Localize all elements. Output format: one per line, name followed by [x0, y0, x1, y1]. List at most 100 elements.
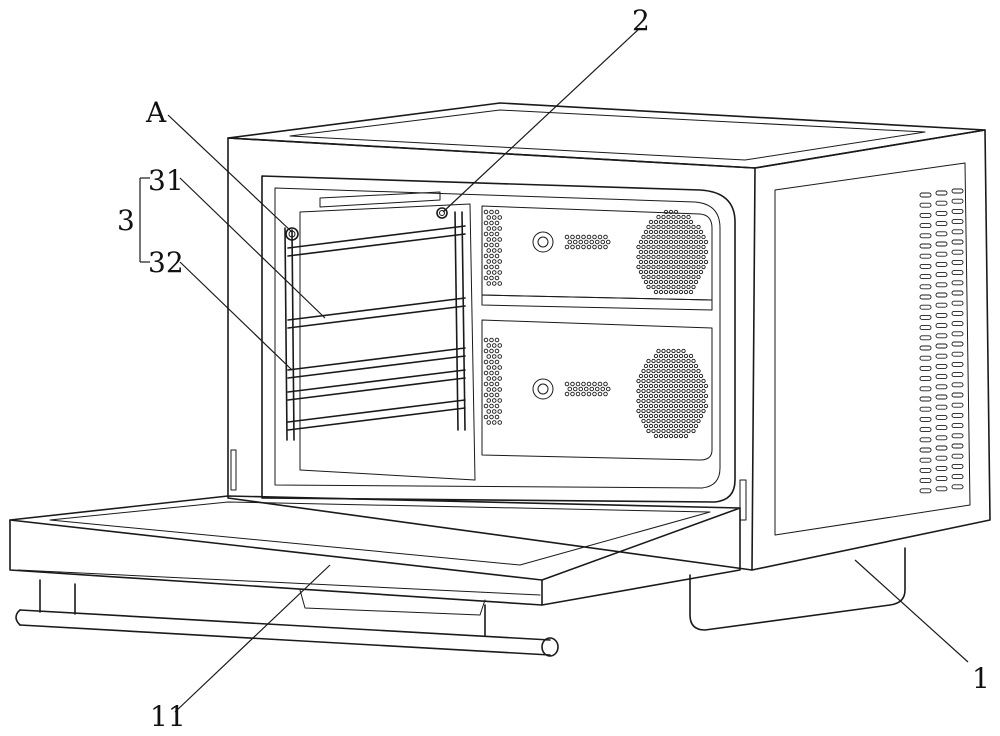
perforation-hole: [494, 253, 500, 259]
perforation-hole: [683, 269, 689, 275]
perforation-hole: [486, 409, 492, 414]
perforation-hole: [678, 393, 684, 399]
perforation-hole: [663, 209, 669, 215]
vent-slot: [919, 233, 932, 239]
perforation-hole: [651, 378, 656, 384]
perforation-hole: [492, 281, 497, 286]
perforation-hole: [658, 219, 664, 225]
perforation-hole: [653, 239, 659, 245]
perforation-hole: [494, 264, 500, 270]
perforation-hole: [686, 264, 691, 270]
perforation-hole: [688, 269, 694, 275]
perforation-hole: [600, 239, 606, 245]
right-door-latch: [739, 479, 747, 521]
perforation-hole: [492, 248, 497, 253]
perforation-hole: [486, 259, 492, 264]
perforation-hole: [696, 368, 701, 374]
perforation-hole: [592, 244, 597, 250]
perforation-hole: [678, 363, 684, 369]
perforation-hole: [643, 413, 649, 419]
perforation-hole: [671, 284, 676, 290]
perforation-hole: [646, 428, 651, 434]
perforation-hole: [668, 249, 674, 255]
vent-slot: [935, 333, 948, 339]
perforation-hole: [651, 264, 656, 270]
perforation-hole: [638, 373, 644, 379]
perforation-hole: [494, 348, 500, 354]
perforation-hole: [603, 381, 608, 387]
vent-slot: [951, 280, 964, 286]
perforation-hole: [663, 393, 669, 399]
perforation-hole: [688, 289, 694, 295]
perforation-hole: [486, 365, 492, 370]
vent-slot: [919, 274, 932, 280]
perforation-hole: [658, 289, 664, 295]
vent-slot: [935, 353, 948, 359]
perforation-hole: [648, 363, 654, 369]
perforation-hole: [698, 373, 704, 379]
perforation-hole: [486, 215, 492, 220]
vent-slot: [951, 382, 964, 388]
perforation-hole: [492, 343, 497, 348]
perforation-hole: [643, 239, 649, 245]
perforation-hole: [701, 234, 706, 240]
perforation-hole: [483, 242, 489, 248]
perforation-hole: [683, 353, 689, 359]
perforation-hole: [676, 358, 681, 364]
perforation-hole: [584, 386, 589, 392]
perforation-hole: [671, 348, 676, 354]
perforation-hole: [486, 398, 492, 403]
perforation-hole: [581, 244, 586, 250]
perforation-hole: [653, 393, 659, 399]
perforation-hole: [494, 242, 500, 248]
perforation-hole: [696, 234, 701, 240]
perforation-hole: [666, 368, 671, 374]
perforation-hole: [641, 264, 646, 270]
perforation-hole: [668, 393, 674, 399]
perforation-hole: [656, 368, 661, 374]
perforation-hole: [666, 418, 671, 424]
vent-slot: [951, 402, 964, 408]
perforation-hole: [597, 244, 603, 250]
perforation-hole: [575, 391, 581, 397]
perforation-hole: [668, 279, 674, 285]
perforation-hole: [578, 386, 584, 392]
perforation-hole: [656, 408, 661, 414]
perforation-hole: [673, 249, 679, 255]
perforation-hole: [668, 239, 674, 245]
vent-slot: [951, 463, 964, 469]
perforation-hole: [676, 264, 681, 270]
perforation-hole: [696, 224, 701, 230]
perforation-hole: [497, 376, 503, 381]
vent-slot: [935, 221, 948, 227]
vent-slot: [951, 351, 964, 357]
perforation-hole: [581, 234, 586, 240]
perforation-hole: [671, 274, 676, 280]
perforation-hole: [494, 370, 500, 376]
vent-slot: [919, 478, 932, 484]
perforation-hole: [673, 219, 679, 225]
perforation-hole: [646, 234, 651, 240]
perforation-hole: [663, 229, 669, 235]
perforation-hole: [681, 244, 686, 250]
perforation-hole: [678, 269, 684, 275]
perforation-hole: [691, 234, 696, 240]
perforation-hole: [643, 373, 649, 379]
perforation-hole: [668, 363, 674, 369]
perforation-hole: [671, 428, 676, 434]
perforation-hole: [483, 348, 489, 354]
perforation-hole: [489, 403, 494, 409]
perforation-hole: [676, 378, 681, 384]
vent-slot: [919, 447, 932, 453]
vent-slot: [919, 335, 932, 341]
perforation-hole: [497, 248, 503, 253]
perforation-hole: [597, 234, 603, 240]
perforation-hole: [671, 398, 676, 404]
vent-slot: [951, 239, 964, 245]
perforation-hole: [683, 279, 689, 285]
perforation-hole: [661, 398, 666, 404]
perforation-hole: [646, 378, 651, 384]
perforation-hole: [497, 420, 503, 425]
perforation-hole: [606, 386, 611, 392]
perforation-hole: [658, 413, 664, 419]
